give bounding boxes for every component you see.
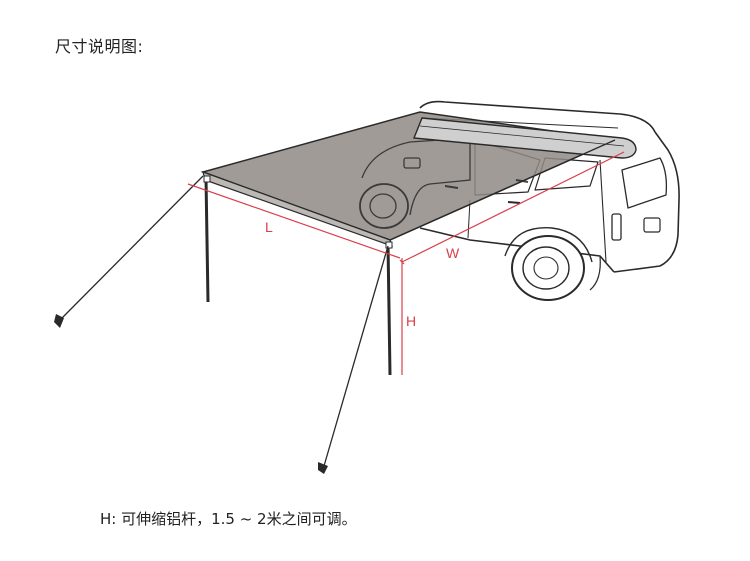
suv-icon [419, 100, 680, 301]
ground-stake-icon [54, 314, 328, 474]
dimension-lines [187, 151, 625, 375]
length-label: L [265, 219, 273, 235]
guy-rope-icon [61, 175, 389, 467]
diagram-heading: 尺寸说明图: [55, 37, 144, 56]
support-pole-icon [204, 177, 392, 376]
awning-canopy-icon [200, 111, 637, 247]
height-label: H [406, 313, 416, 329]
pole-caption: H: 可伸缩铝杆，1.5 ~ 2米之间可调。 [100, 510, 357, 528]
width-label: W [446, 245, 460, 261]
